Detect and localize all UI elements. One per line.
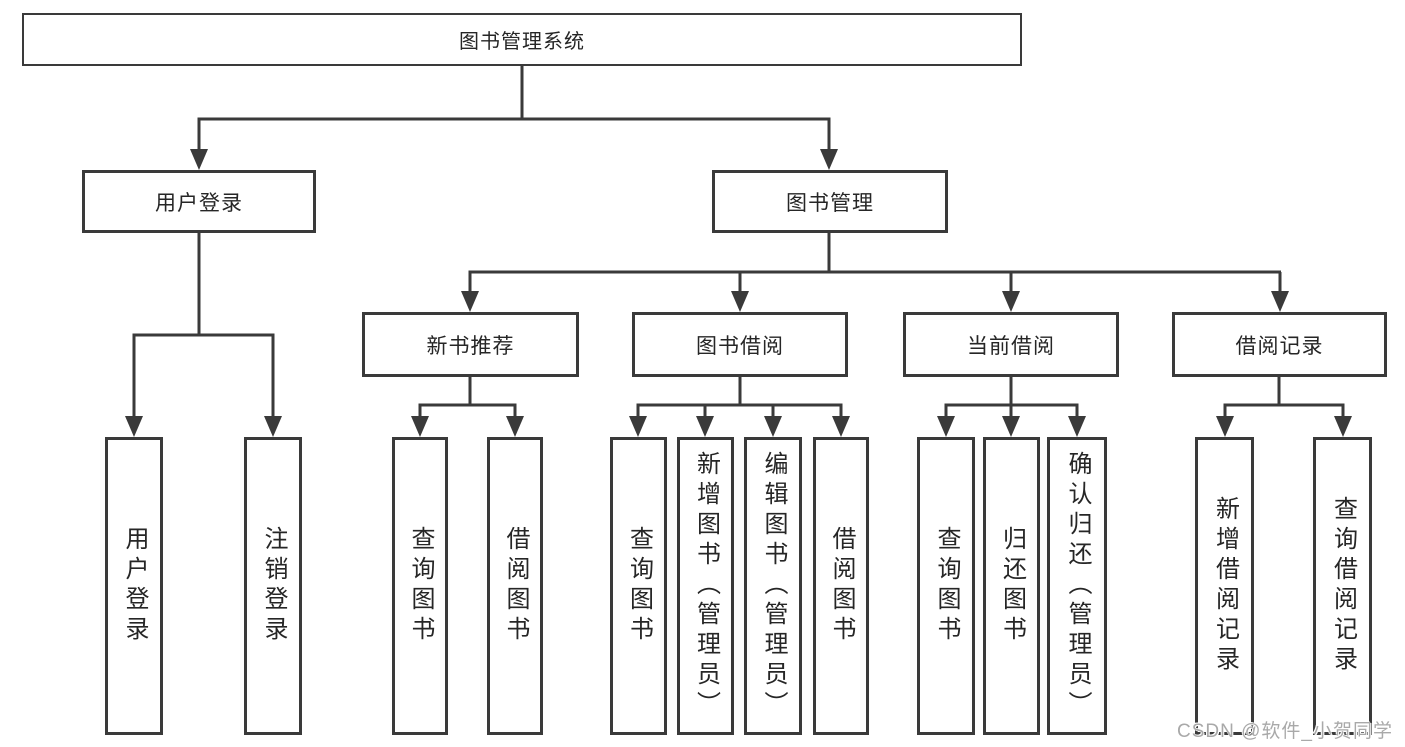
leaf-borrow-edit-book-admin: 编辑图书（管理员） <box>744 437 802 735</box>
leaf-borrow-query-book-label: 查询图书 <box>625 526 653 646</box>
leaf-logout-login-label: 注销登录 <box>260 526 287 646</box>
leaf-current-confirm-return-admin: 确认归还（管理员） <box>1047 437 1107 735</box>
leaf-recommend-query-book: 查询图书 <box>392 437 448 735</box>
leaf-borrow-query-book: 查询图书 <box>610 437 667 735</box>
node-library-management-system: 图书管理系统 <box>22 13 1022 66</box>
node-book-borrow: 图书借阅 <box>632 312 848 377</box>
node-current-borrow: 当前借阅 <box>903 312 1119 377</box>
leaf-current-query-book-label: 查询图书 <box>933 526 960 646</box>
leaf-current-confirm-return-admin-label: 确认归还（管理员） <box>1064 451 1091 721</box>
leaf-borrow-add-book-admin-label: 新增图书（管理员） <box>692 451 720 721</box>
node-new-book-recommend: 新书推荐 <box>362 312 579 377</box>
leaf-current-query-book: 查询图书 <box>917 437 975 735</box>
leaf-records-add-record: 新增借阅记录 <box>1195 437 1254 735</box>
node-book-management: 图书管理 <box>712 170 948 233</box>
leaf-records-query-record: 查询借阅记录 <box>1313 437 1372 735</box>
watermark: CSDN @软件_小贺同学 <box>1177 721 1393 742</box>
leaf-borrow-edit-book-admin-label: 编辑图书（管理员） <box>760 451 787 721</box>
leaf-current-return-book-label: 归还图书 <box>998 526 1026 646</box>
leaf-recommend-borrow-book: 借阅图书 <box>487 437 543 735</box>
leaf-current-return-book: 归还图书 <box>983 437 1040 735</box>
leaf-recommend-borrow-book-label: 借阅图书 <box>502 526 529 646</box>
node-borrow-records: 借阅记录 <box>1172 312 1387 377</box>
leaf-records-query-record-label: 查询借阅记录 <box>1329 496 1357 676</box>
node-user-login: 用户登录 <box>82 170 316 233</box>
leaf-user-login-label: 用户登录 <box>121 526 148 646</box>
leaf-user-login: 用户登录 <box>105 437 163 735</box>
leaf-borrow-borrow-book-label: 借阅图书 <box>828 526 855 646</box>
leaf-logout-login: 注销登录 <box>244 437 302 735</box>
leaf-borrow-borrow-book: 借阅图书 <box>813 437 869 735</box>
leaf-records-add-record-label: 新增借阅记录 <box>1211 496 1239 676</box>
leaf-recommend-query-book-label: 查询图书 <box>407 526 434 646</box>
leaf-borrow-add-book-admin: 新增图书（管理员） <box>677 437 734 735</box>
